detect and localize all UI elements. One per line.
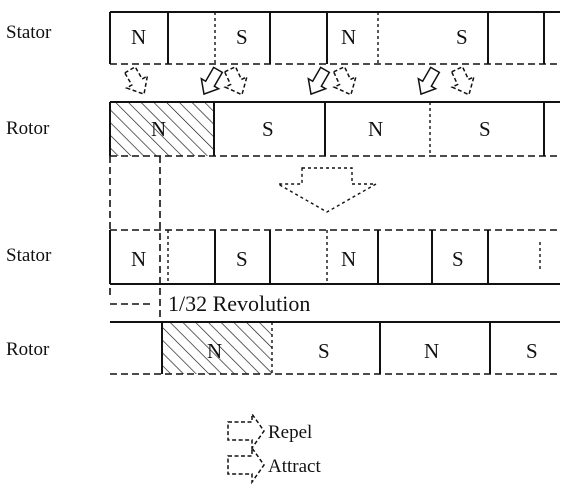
attract-legend-icon [227,445,265,485]
repel-legend-icon [227,411,265,451]
repel-arrow [445,63,481,101]
pole-south: S [236,25,248,49]
legend-attract: Attract [227,445,321,485]
row-label-stator-bottom: Stator [6,245,52,266]
pole-north: N [368,117,383,141]
revolution-label: 1/32 Revolution [168,291,310,316]
pole-north: N [341,247,356,271]
repel-arrow [218,63,254,101]
pole-north: N [131,25,146,49]
pole-south: S [318,339,330,363]
pole-south: S [236,247,248,271]
attract-arrow [417,66,441,96]
pole-north: N [424,339,439,363]
rotor-row-top: Rotor N S N S [6,101,560,157]
pole-north: N [151,117,166,141]
repel-arrow [118,63,156,101]
attract-arrow [307,66,331,96]
pole-south: S [526,339,538,363]
legend-repel: Repel [227,411,312,451]
hatched-pole [110,102,214,156]
stator-row-top: Stator N S N S [6,11,560,65]
rotor-row-bottom: Rotor N S N S [6,321,560,375]
pole-south: S [456,25,468,49]
row-label-rotor-top: Rotor [6,118,50,139]
legend-repel-label: Repel [268,422,312,443]
legend-attract-label: Attract [268,456,321,477]
pole-north: N [341,25,356,49]
pole-south: S [479,117,491,141]
pole-south: S [452,247,464,271]
repel-arrow [327,63,363,101]
force-arrows [118,63,481,101]
row-label-stator-top: Stator [6,22,52,43]
shift-guides [109,156,161,322]
pole-south: S [262,117,274,141]
stator-row-bottom: Stator N S N S [6,229,560,285]
pole-north: N [131,247,146,271]
transition-arrow [275,167,379,213]
row-label-rotor-bottom: Rotor [6,339,50,360]
attract-arrow [200,66,224,96]
hatched-pole [162,322,272,374]
legend: Repel Attract [227,411,321,485]
pole-north: N [207,339,222,363]
